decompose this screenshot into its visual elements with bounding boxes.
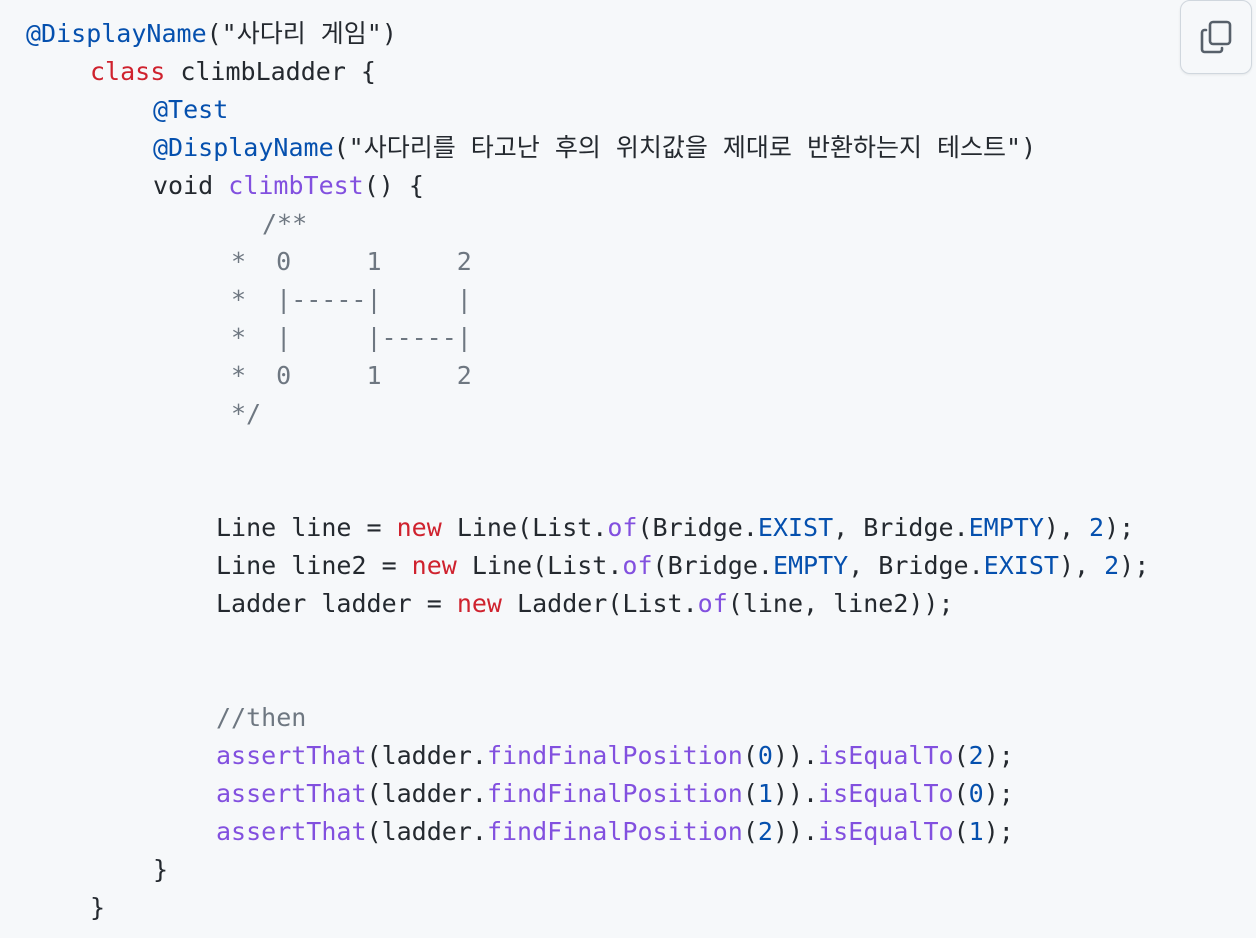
- comment-line: * | |-----|: [231, 323, 472, 352]
- keyword: new: [456, 589, 502, 618]
- annotation: @Test: [153, 95, 229, 124]
- closing-brace: }: [153, 855, 169, 884]
- closing-brace: }: [90, 893, 106, 922]
- code-text: (ladder.: [366, 817, 487, 846]
- method-name: of: [697, 589, 728, 618]
- code-text: )).: [772, 741, 819, 770]
- number: 2: [757, 817, 773, 846]
- comment-line: /**: [262, 209, 308, 238]
- code-text: (Bridge.: [637, 513, 758, 542]
- code-line: class climbLadder {: [90, 53, 376, 91]
- code-text: );: [983, 779, 1014, 808]
- code-line: Line line = new Line(List.of(Bridge.EXIS…: [216, 509, 1134, 547]
- code-text: (: [742, 817, 758, 846]
- comment-line: //then: [216, 703, 307, 732]
- code-text: Line(List.: [456, 551, 623, 580]
- code-line: assertThat(ladder.findFinalPosition(0)).…: [216, 737, 1014, 775]
- annotation: @DisplayName: [153, 133, 334, 162]
- code-text: (Bridge.: [652, 551, 773, 580]
- method-name: assertThat: [216, 779, 367, 808]
- code-text: Line line =: [216, 513, 397, 542]
- code-text: (ladder.: [366, 741, 487, 770]
- constant: EXIST: [757, 513, 834, 542]
- code-text: ),: [1058, 551, 1105, 580]
- code-text: (: [742, 779, 758, 808]
- method-name: of: [607, 513, 638, 542]
- code-text: , Bridge.: [833, 513, 969, 542]
- code-text: Ladder ladder =: [216, 589, 457, 618]
- code-text: (ladder.: [366, 779, 487, 808]
- method-name: findFinalPosition: [486, 779, 743, 808]
- number: 2: [968, 741, 984, 770]
- code-text: Line(List.: [441, 513, 608, 542]
- keyword: new: [396, 513, 442, 542]
- code-text: (: [742, 741, 758, 770]
- method-name: isEqualTo: [818, 817, 954, 846]
- method-name: findFinalPosition: [486, 817, 743, 846]
- method-name: of: [622, 551, 653, 580]
- code-text: ("사다리를 타고난 후의 위치값을 제대로 반환하는지 테스트"): [333, 133, 1037, 162]
- number: 1: [968, 817, 984, 846]
- code-text: Ladder(List.: [501, 589, 698, 618]
- keyword: new: [411, 551, 457, 580]
- annotation: @DisplayName: [26, 19, 207, 48]
- constant: EMPTY: [772, 551, 849, 580]
- code-text: climbLadder {: [165, 57, 376, 86]
- code-text: (line, line2));: [727, 589, 954, 618]
- code-line: void climbTest() {: [153, 167, 424, 205]
- keyword: class: [90, 57, 166, 86]
- code-line: Line line2 = new Line(List.of(Bridge.EMP…: [216, 547, 1149, 585]
- comment-line: */: [231, 399, 262, 428]
- number: 2: [1104, 551, 1120, 580]
- code-text: void: [153, 171, 229, 200]
- code-text: , Bridge.: [848, 551, 984, 580]
- code-line: @DisplayName("사다리를 타고난 후의 위치값을 제대로 반환하는지…: [153, 129, 1036, 167]
- code-text: );: [983, 741, 1014, 770]
- code-text: )).: [772, 779, 819, 808]
- number: 2: [1089, 513, 1105, 542]
- code-text: );: [1119, 551, 1150, 580]
- comment-line: * |-----| |: [231, 285, 472, 314]
- code-text: Line line2 =: [216, 551, 412, 580]
- method-name: findFinalPosition: [486, 741, 743, 770]
- number: 0: [968, 779, 984, 808]
- method-name: climbTest: [228, 171, 364, 200]
- constant: EXIST: [983, 551, 1059, 580]
- code-text: );: [983, 817, 1014, 846]
- code-text: (: [953, 741, 969, 770]
- comment-line: * 0 1 2: [231, 361, 472, 390]
- code-text: )).: [772, 817, 819, 846]
- code-text: (: [953, 817, 969, 846]
- code-text: ("사다리 게임"): [206, 19, 397, 48]
- code-line: assertThat(ladder.findFinalPosition(1)).…: [216, 775, 1014, 813]
- number: 1: [757, 779, 773, 808]
- method-name: isEqualTo: [818, 779, 954, 808]
- constant: EMPTY: [968, 513, 1044, 542]
- code-text: );: [1104, 513, 1135, 542]
- method-name: assertThat: [216, 741, 367, 770]
- code-text: () {: [363, 171, 424, 200]
- comment-line: * 0 1 2: [231, 247, 472, 276]
- copy-button[interactable]: [1180, 0, 1252, 74]
- code-text: ),: [1043, 513, 1090, 542]
- code-line: @Test: [153, 91, 228, 129]
- method-name: isEqualTo: [818, 741, 954, 770]
- code-text: (: [953, 779, 969, 808]
- copy-icon: [1199, 19, 1233, 55]
- code-line: @DisplayName("사다리 게임"): [26, 15, 397, 53]
- code-line: assertThat(ladder.findFinalPosition(2)).…: [216, 813, 1014, 851]
- method-name: assertThat: [216, 817, 367, 846]
- number: 0: [757, 741, 773, 770]
- code-line: Ladder ladder = new Ladder(List.of(line,…: [216, 585, 954, 623]
